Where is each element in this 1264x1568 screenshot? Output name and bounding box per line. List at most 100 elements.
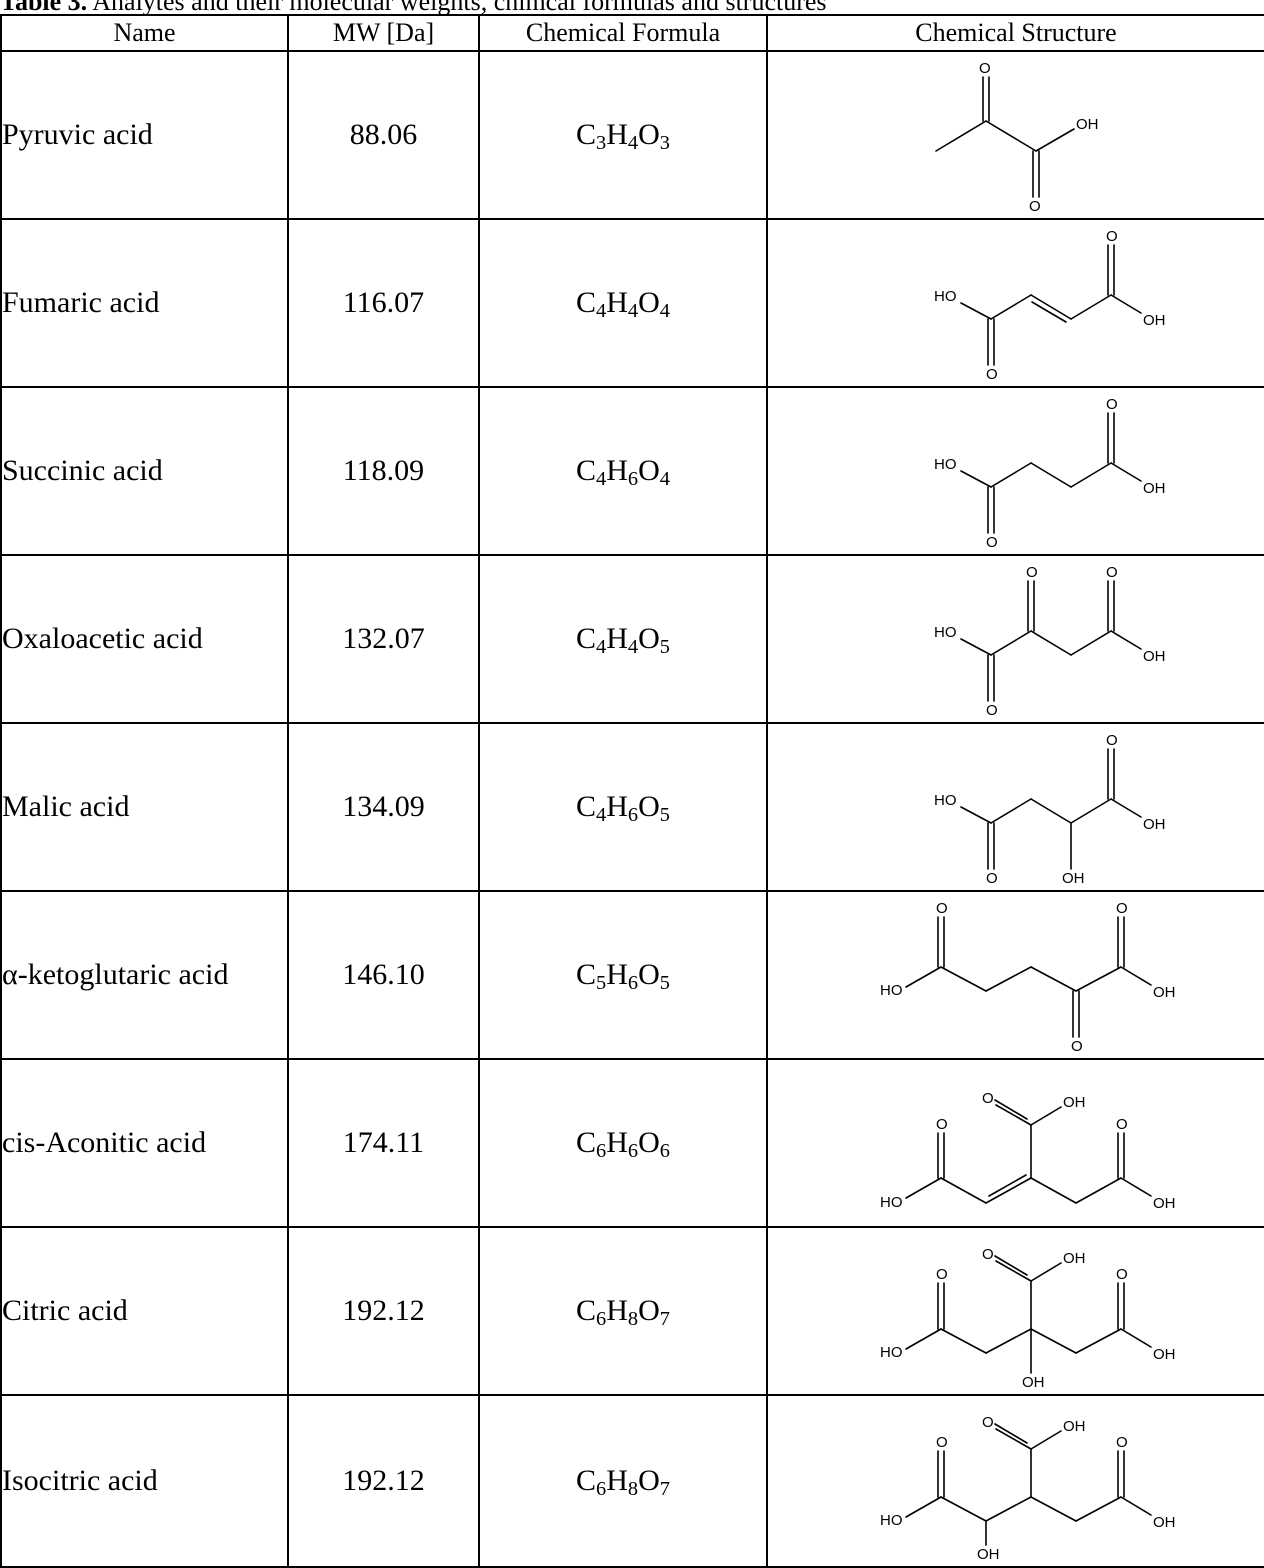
atom-label: OH xyxy=(1153,1346,1176,1363)
formula-element: O xyxy=(638,1126,660,1159)
atom-label: O xyxy=(936,1266,948,1283)
atom-label: O xyxy=(986,702,998,719)
chemical-structure-cell: HO O O OH OH O OH xyxy=(766,1394,1264,1568)
formula-element: O xyxy=(638,1294,660,1327)
formula-count: 8 xyxy=(627,1478,639,1501)
atom-label: OH xyxy=(1063,1418,1086,1435)
pyruvic-acid-structure: O OH O xyxy=(935,60,1099,215)
atom-label: HO xyxy=(880,1344,903,1361)
molecular-weight: 134.09 xyxy=(287,722,480,892)
formula-element: H xyxy=(606,1464,628,1497)
atom-label: OH xyxy=(1143,312,1166,329)
chemical-structure-cell: HO O O OH xyxy=(766,218,1264,388)
atom-label: O xyxy=(1106,396,1118,413)
atom-label: O xyxy=(986,534,998,551)
formula-element: C xyxy=(576,958,597,991)
formula-count: 6 xyxy=(627,468,639,491)
atom-label: HO xyxy=(880,982,903,999)
malic-acid-structure: HO O OH O OH xyxy=(934,732,1166,887)
table-caption-text: Analytes and their molecular weights, ch… xyxy=(87,0,826,14)
atom-label: O xyxy=(936,900,948,917)
chemical-formula: C3H4O3 xyxy=(478,50,768,220)
table-row: α-ketoglutaric acid 146.10 C5H6O5 HO O O xyxy=(0,890,1264,1060)
analyte-name: Isocitric acid xyxy=(0,1394,289,1568)
chemical-structure-cell: O OH O xyxy=(766,50,1264,220)
formula-element: O xyxy=(638,958,660,991)
table-row: Malic acid 134.09 C4H6O5 HO O OH O xyxy=(0,722,1264,892)
atom-label: HO xyxy=(934,288,957,305)
atom-label: O xyxy=(1116,1266,1128,1283)
formula-count: 3 xyxy=(659,132,670,155)
molecular-weight: 132.07 xyxy=(287,554,480,724)
molecular-weight: 88.06 xyxy=(287,50,480,220)
formula-count: 6 xyxy=(596,1478,607,1501)
analyte-name: α-ketoglutaric acid xyxy=(0,890,289,1060)
formula-count: 4 xyxy=(596,468,607,491)
atom-label: OH xyxy=(1143,480,1166,497)
atom-label: O xyxy=(936,1434,948,1451)
atom-label: O xyxy=(982,1246,994,1263)
table-label: Table 3. xyxy=(0,0,87,14)
atom-label: OH xyxy=(1143,816,1166,833)
formula-count: 5 xyxy=(659,972,670,995)
formula-count: 4 xyxy=(627,300,639,323)
formula-count: 6 xyxy=(627,804,639,827)
formula-element: C xyxy=(576,118,597,151)
formula-count: 6 xyxy=(596,1140,607,1163)
atom-label: OH xyxy=(1153,1514,1176,1531)
table-row: cis-Aconitic acid 174.11 C6H6O6 HO xyxy=(0,1058,1264,1228)
formula-element: O xyxy=(638,790,660,823)
table-caption: Table 3. Analytes and their molecular we… xyxy=(0,0,1264,14)
atom-label: OH xyxy=(1063,1094,1086,1111)
formula-element: O xyxy=(638,622,660,655)
formula-count: 5 xyxy=(659,804,670,827)
atom-label: HO xyxy=(934,456,957,473)
atom-label: HO xyxy=(934,792,957,809)
atom-label: O xyxy=(1106,564,1118,581)
atom-label: OH xyxy=(1153,984,1176,1001)
chemical-formula: C6H6O6 xyxy=(478,1058,768,1228)
chemical-formula: C5H6O5 xyxy=(478,890,768,1060)
atom-label: HO xyxy=(880,1512,903,1529)
molecular-weight: 116.07 xyxy=(287,218,480,388)
chemical-formula: C4H4O4 xyxy=(478,218,768,388)
alpha-ketoglutaric-acid-structure: HO O O O OH xyxy=(880,900,1176,1055)
molecular-weight: 146.10 xyxy=(287,890,480,1060)
atom-label: OH xyxy=(1063,1250,1086,1267)
chemical-structure-cell: HO O O OH xyxy=(766,386,1264,556)
molecular-weight: 118.09 xyxy=(287,386,480,556)
atom-label: O xyxy=(1026,564,1038,581)
formula-element: H xyxy=(606,1126,628,1159)
citric-acid-structure: HO O O OH OH O OH xyxy=(880,1246,1176,1391)
isocitric-acid-structure: HO O O OH OH O OH xyxy=(880,1414,1176,1563)
atom-label: HO xyxy=(934,624,957,641)
formula-count: 4 xyxy=(596,300,607,323)
atom-label: OH xyxy=(1143,648,1166,665)
atom-label: OH xyxy=(1062,870,1085,887)
formula-count: 6 xyxy=(596,1308,607,1331)
molecular-weight: 192.12 xyxy=(287,1394,480,1568)
formula-element: H xyxy=(606,622,628,655)
formula-count: 7 xyxy=(659,1308,670,1331)
chemical-structure-cell: HO O O O OH xyxy=(766,890,1264,1060)
chemical-formula: C6H8O7 xyxy=(478,1226,768,1396)
formula-element: H xyxy=(606,790,628,823)
atom-label: O xyxy=(982,1090,994,1107)
formula-element: C xyxy=(576,1464,597,1497)
header-formula: Chemical Formula xyxy=(478,14,768,52)
table-row: Succinic acid 118.09 C4H6O4 HO O O OH xyxy=(0,386,1264,556)
analyte-name: Malic acid xyxy=(0,722,289,892)
formula-element: O xyxy=(638,118,660,151)
atom-label: HO xyxy=(880,1194,903,1211)
chemical-structure-cell: HO O O OH O OH xyxy=(766,1058,1264,1228)
atom-label: O xyxy=(936,1116,948,1133)
header-structure: Chemical Structure xyxy=(766,14,1264,52)
formula-element: C xyxy=(576,286,597,319)
chemical-formula: C4H4O5 xyxy=(478,554,768,724)
formula-count: 5 xyxy=(659,636,670,659)
formula-count: 8 xyxy=(627,1308,639,1331)
molecular-weight: 192.12 xyxy=(287,1226,480,1396)
table-row: Citric acid 192.12 C6H8O7 HO xyxy=(0,1226,1264,1396)
formula-count: 5 xyxy=(596,972,607,995)
chemical-structure-cell: HO O O O OH xyxy=(766,554,1264,724)
